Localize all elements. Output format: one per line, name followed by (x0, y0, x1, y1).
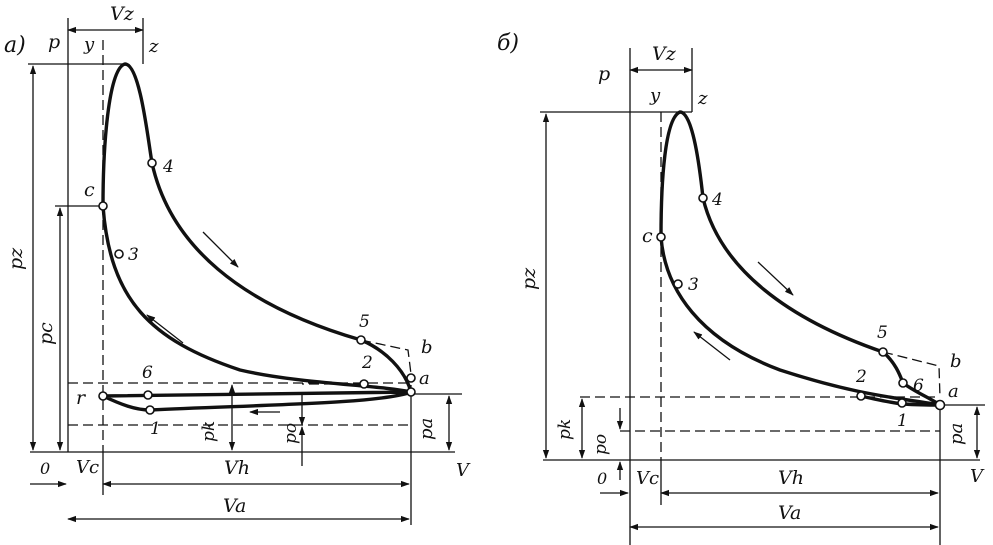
expansion-curve (659, 110, 942, 407)
point-1 (145, 405, 155, 415)
p-axis-label: p (598, 63, 610, 85)
b-corner (882, 351, 941, 399)
label-pk: pk (199, 421, 219, 442)
label-pa: pa (416, 418, 437, 440)
label-a: a (419, 368, 430, 389)
label-pa: pa (946, 423, 967, 445)
label-vz: Vz (652, 43, 677, 65)
point-5 (356, 335, 366, 345)
point-6 (898, 378, 908, 388)
compression-curve (659, 235, 942, 407)
label-vc: Vc (636, 468, 659, 489)
expansion-arrow (202, 231, 239, 268)
label-3: 3 (688, 275, 699, 295)
label-6: 6 (913, 376, 924, 396)
panel-a-label: а) (4, 33, 26, 58)
label-z: z (148, 36, 159, 57)
point-6 (143, 390, 153, 400)
point-c (98, 201, 108, 211)
label-4: 4 (162, 157, 174, 177)
label-2: 2 (361, 353, 373, 373)
expansion-arrow (757, 261, 794, 296)
point-3 (673, 279, 683, 289)
compression-arrow (693, 331, 731, 361)
label-pz: pz (5, 247, 27, 270)
panel-a: а) p V 0 (4, 3, 471, 525)
point-4 (147, 158, 157, 168)
point-a (934, 399, 946, 411)
exchange-loop (101, 390, 413, 412)
point-a (406, 387, 416, 397)
label-1: 1 (897, 411, 908, 431)
label-b: b (421, 337, 433, 358)
point-r (98, 391, 108, 401)
p-axis-label: p (48, 31, 60, 53)
label-va: Va (223, 495, 246, 517)
compression-arrow (146, 314, 184, 344)
origin-label: 0 (597, 469, 607, 488)
point-b (406, 373, 416, 383)
point-1 (897, 398, 907, 408)
label-pk: pk (555, 419, 575, 440)
label-1: 1 (150, 419, 161, 439)
label-vz: Vz (110, 3, 135, 25)
label-c: c (642, 225, 653, 247)
label-y: y (83, 34, 95, 55)
point-3 (114, 249, 124, 259)
label-va: Va (778, 502, 801, 524)
panel-b-label: б) (497, 31, 519, 56)
label-vh: Vh (778, 467, 804, 489)
label-c: c (84, 179, 95, 201)
label-6: 6 (142, 363, 153, 383)
label-pz: pz (518, 267, 540, 290)
label-5: 5 (359, 312, 370, 332)
origin-label: 0 (40, 459, 50, 478)
label-pc: pc (35, 322, 57, 345)
label-vc: Vc (76, 457, 99, 478)
label-y: y (649, 85, 661, 106)
label-z: z (697, 88, 708, 109)
b-corner (360, 339, 412, 375)
v-axis-label: V (456, 460, 471, 481)
label-po: po (281, 423, 301, 444)
point-4 (698, 193, 708, 203)
label-5: 5 (877, 323, 888, 343)
point-c (656, 232, 666, 242)
v-axis-label: V (970, 466, 985, 487)
panel-b: б) p V 0 (497, 31, 985, 545)
label-vh: Vh (224, 457, 250, 479)
label-4: 4 (711, 190, 723, 210)
point-2 (856, 391, 866, 401)
point-5 (878, 347, 888, 357)
point-2 (359, 379, 369, 389)
label-b: b (950, 351, 962, 372)
label-r: r (76, 387, 87, 409)
label-a: a (948, 381, 959, 402)
label-3: 3 (128, 245, 139, 265)
label-po: po (591, 434, 611, 455)
label-2: 2 (855, 367, 867, 387)
